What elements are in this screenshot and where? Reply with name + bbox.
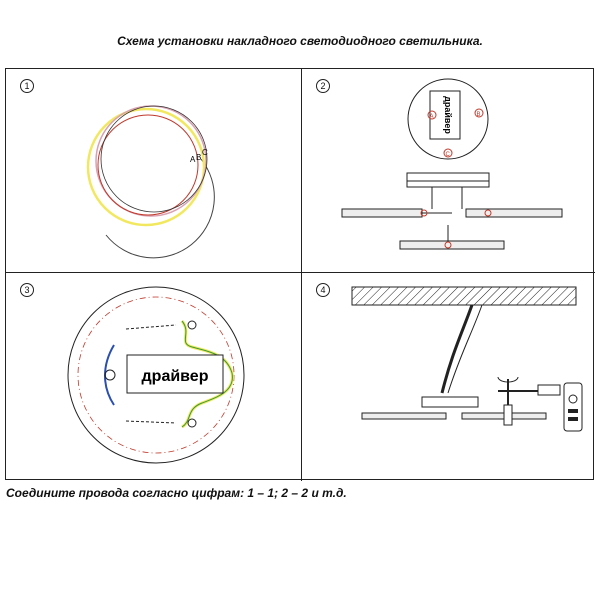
driver-block xyxy=(126,354,224,394)
rotate-arrow-icon xyxy=(497,376,519,383)
driver-label: драйвер xyxy=(443,96,453,134)
cable-1 xyxy=(440,304,474,394)
panel-number-4: 4 xyxy=(316,283,330,297)
arm-left xyxy=(341,208,423,218)
ring-dark xyxy=(100,105,208,213)
panel-number-1: 1 xyxy=(20,79,34,93)
panel-4: 4 xyxy=(302,273,595,481)
ring-gray xyxy=(105,158,215,259)
canopy xyxy=(421,396,479,408)
panel-number-3: 3 xyxy=(20,283,34,297)
marker-b: B xyxy=(477,112,481,118)
fixture-dashed xyxy=(77,296,235,454)
arm-right xyxy=(465,208,563,218)
driver-box xyxy=(429,90,461,140)
remote-control-icon xyxy=(563,382,583,432)
wire-green xyxy=(181,320,233,428)
marker-a: A xyxy=(430,114,434,120)
panel-1: 1 A B C xyxy=(6,69,302,273)
drill-icon xyxy=(498,384,561,396)
panel-4-drawing xyxy=(351,286,583,432)
panel-2: 2 драйвер A B C xyxy=(302,69,595,273)
terminal-left xyxy=(104,369,116,381)
label-b: B xyxy=(196,153,201,162)
panel-2-drawing: драйвер A B C xyxy=(341,78,563,250)
mount-bracket xyxy=(406,172,490,188)
driver-block-label: драйвер xyxy=(142,368,209,385)
ceiling xyxy=(351,286,577,306)
base-plate xyxy=(407,78,489,160)
arm-bottom xyxy=(399,240,505,250)
panel-3-drawing: драйвер xyxy=(67,286,245,464)
ring-yellow xyxy=(86,107,206,227)
page-title: Схема установки накладного светодиодного… xyxy=(117,34,483,48)
panel-number-2: 2 xyxy=(316,79,330,93)
diagram-grid: 1 A B C 2 драйвер A B C xyxy=(5,68,595,481)
instruction-footer: Соедините провода согласно цифрам: 1 – 1… xyxy=(6,486,347,500)
marker-a-circle xyxy=(427,110,437,120)
panel-1-drawing: A B C xyxy=(86,105,215,259)
wire-blue xyxy=(104,344,115,406)
fixture-outer xyxy=(67,286,245,464)
ring-red xyxy=(97,114,199,216)
marker-b-circle xyxy=(474,108,484,118)
lamp-arm-left xyxy=(361,412,447,420)
marker-c-circle xyxy=(443,148,453,158)
label-a: A xyxy=(190,155,196,164)
panel-3: 3 драйвер xyxy=(6,273,302,481)
label-c: C xyxy=(202,148,208,157)
marker-c: C xyxy=(446,152,451,158)
screwdriver-icon xyxy=(503,379,513,426)
